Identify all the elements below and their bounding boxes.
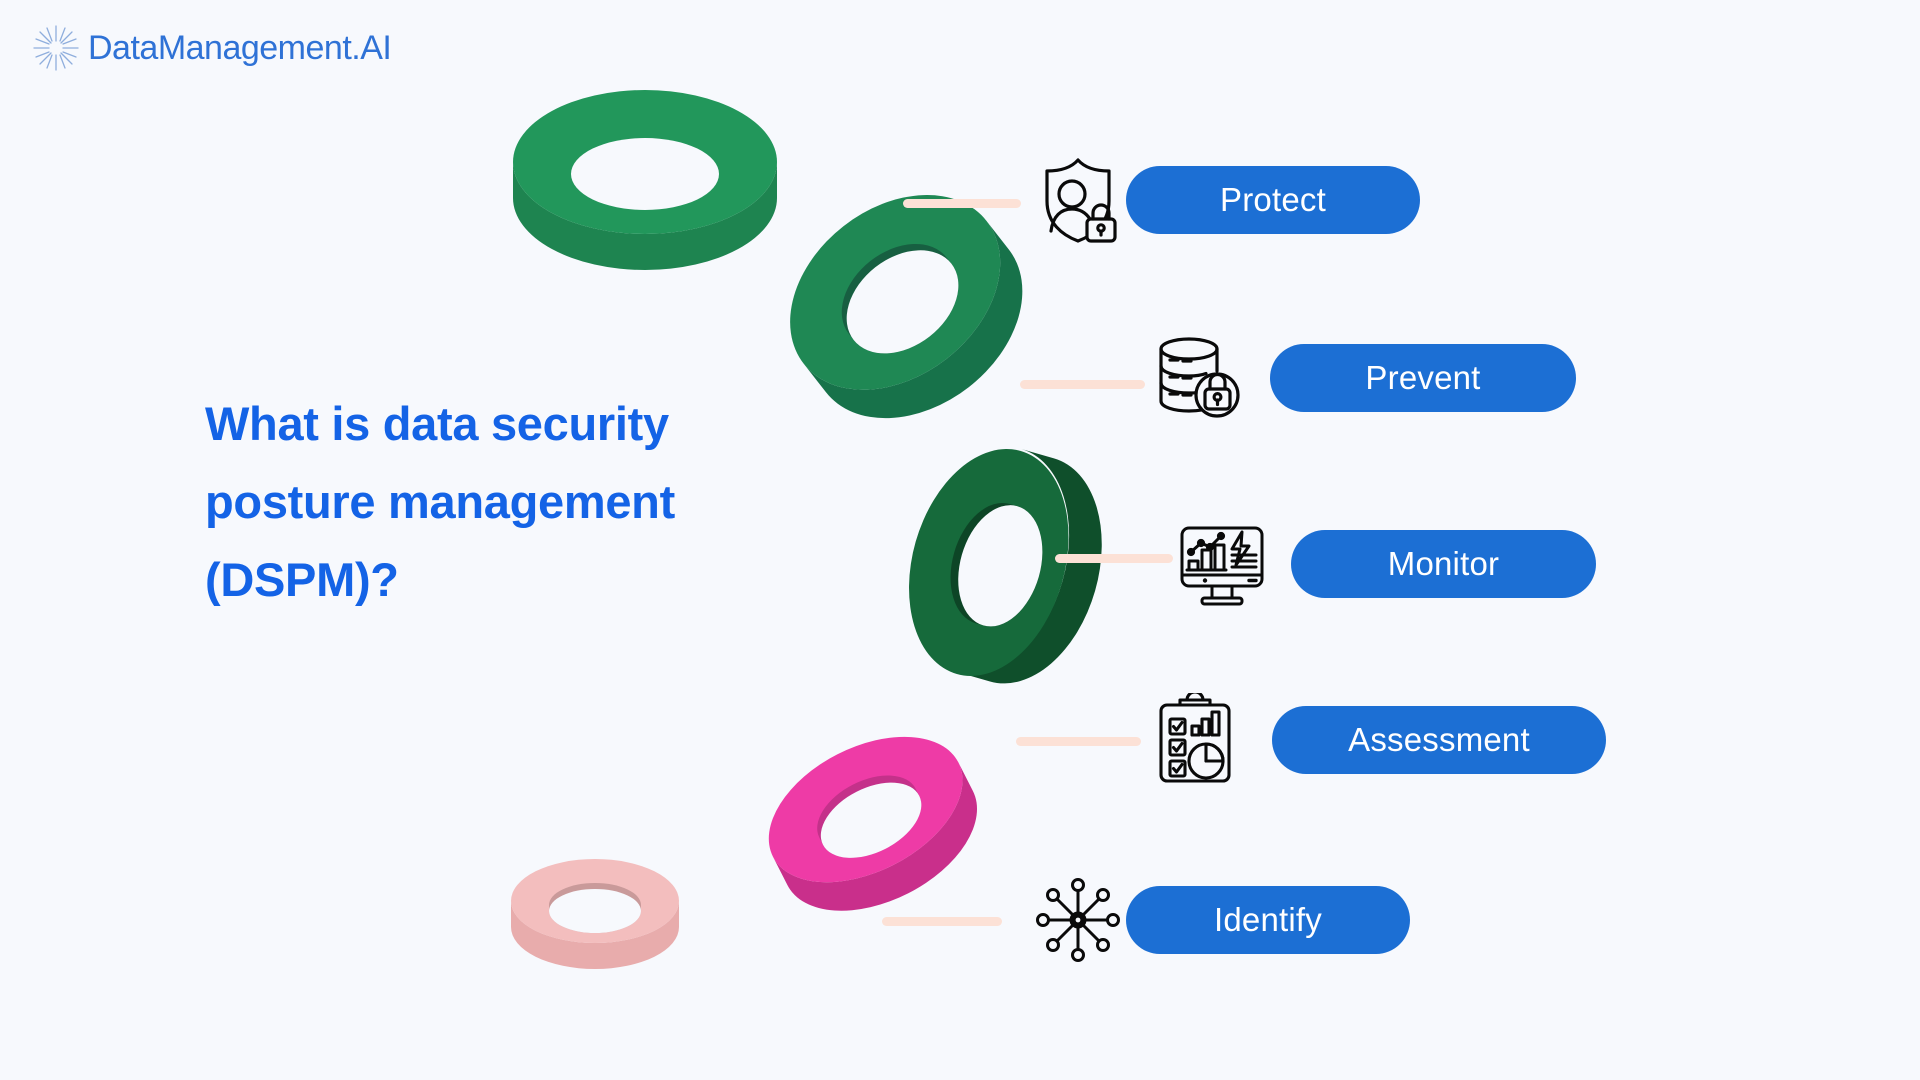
brand-logo[interactable]: DataManagement.AI (30, 22, 392, 74)
pill-assessment[interactable]: Assessment (1272, 706, 1606, 774)
brand-name: DataManagement.AI (88, 29, 392, 67)
pill-identify[interactable]: Identify (1126, 886, 1410, 954)
capability-row-monitor: Monitor (1175, 516, 1596, 612)
pill-monitor[interactable]: Monitor (1291, 530, 1596, 598)
shield-person-lock-icon (1030, 152, 1126, 248)
clipboard-charts-icon (1150, 692, 1246, 788)
pill-prevent[interactable]: Prevent (1270, 344, 1576, 412)
monitor-dashboard-icon (1175, 516, 1271, 612)
connector-line-protect (903, 199, 1021, 208)
page-title: What is data security posture management… (205, 397, 675, 607)
connector-line-monitor (1055, 554, 1173, 563)
capability-row-protect: Protect (1030, 152, 1420, 248)
ring-green-tilted (790, 195, 1023, 419)
capability-row-identify: Identify (1030, 872, 1410, 968)
connector-line-assessment (1016, 737, 1141, 746)
pill-protect[interactable]: Protect (1126, 166, 1420, 234)
connector-line-identify (882, 917, 1002, 926)
starburst-icon (30, 22, 82, 74)
ring-pale-pink (511, 859, 679, 969)
ring-magenta (768, 736, 977, 911)
ring-dark-green (909, 449, 1102, 684)
database-lock-icon (1150, 330, 1246, 426)
network-hub-icon (1030, 872, 1126, 968)
ring-green-flat (513, 90, 777, 270)
capability-row-assessment: Assessment (1150, 692, 1606, 788)
capability-row-prevent: Prevent (1150, 330, 1576, 426)
connector-line-prevent (1020, 380, 1145, 389)
